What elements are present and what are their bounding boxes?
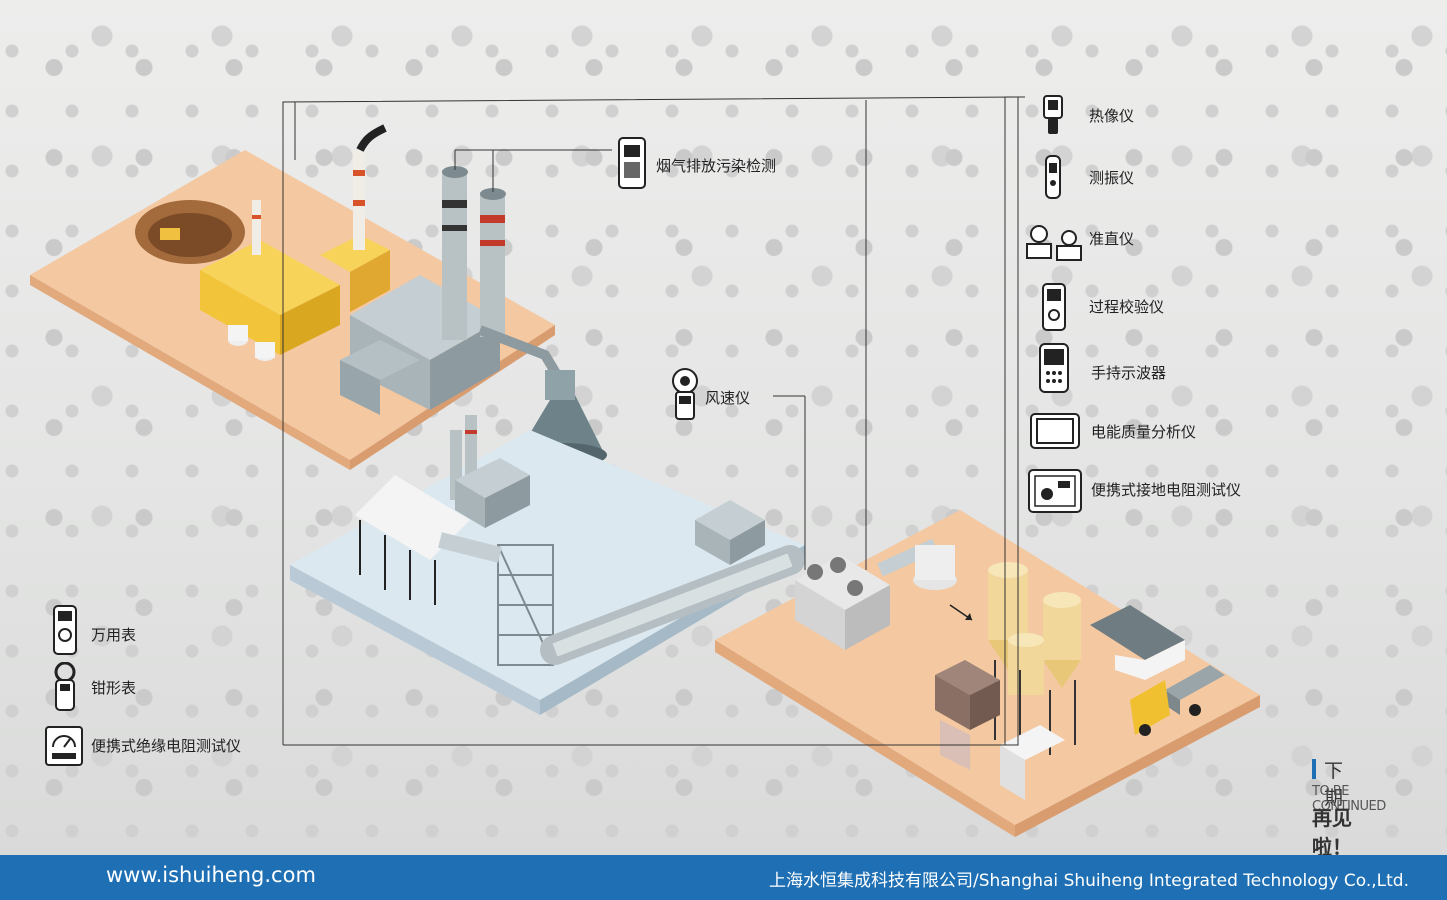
footer-url-link[interactable]: www.ishuiheng.com (106, 863, 316, 887)
flue-gas-analyzer-icon (617, 137, 647, 189)
insulation-tester-label: 便携式绝缘电阻测试仪 (91, 737, 242, 755)
next-issue-title: 下期 (1324, 760, 1344, 809)
material-hoppers (935, 660, 1065, 800)
power-quality-analyzer-label: 电能质量分析仪 (1091, 423, 1197, 441)
preheater-tower (450, 415, 530, 528)
next-issue-accent-bar (1312, 759, 1316, 779)
ground-resistance-tester-label: 便携式接地电阻测试仪 (1091, 481, 1242, 499)
next-issue-subtitle-en: TO BE CONTINUED (1312, 784, 1386, 814)
thermal-imager-label: 热像仪 (1089, 107, 1135, 125)
clamp-meter-label: 钳形表 (91, 679, 137, 697)
quarry-pit (135, 200, 245, 264)
alignment-tool-label: 准直仪 (1089, 230, 1135, 248)
rotary-kiln (540, 500, 805, 665)
plant-scene (30, 124, 1260, 837)
direction-arrow (949, 604, 973, 621)
clamp-meter-icon (52, 661, 78, 712)
cooling-units (795, 555, 890, 650)
handheld-oscilloscope-label: 手持示波器 (1091, 364, 1167, 382)
grey-factory (340, 166, 506, 415)
footer-company-name: 上海水恒集成科技有限公司/Shanghai Shuiheng Integrate… (768, 871, 1409, 891)
multimeter-label: 万用表 (91, 626, 137, 644)
anemometer-label: 风速仪 (705, 389, 751, 407)
process-calibrator-label: 过程校验仪 (1089, 298, 1165, 316)
vibration-meter-label: 测振仪 (1089, 169, 1135, 187)
site-office (1090, 605, 1185, 680)
connector-lines (282, 96, 1025, 746)
ground-resistance-tester-icon (1027, 468, 1083, 514)
dump-truck (1130, 665, 1225, 736)
thermal-imager-icon (1042, 95, 1064, 135)
handheld-oscilloscope-icon (1038, 343, 1070, 393)
anemometer-icon (670, 368, 700, 420)
footer-bar (0, 855, 1447, 900)
vibration-meter-icon (1043, 155, 1063, 199)
alignment-tool-icon (1023, 220, 1085, 266)
next-issue-subtitle-cn: 再见啦！ (1312, 806, 1352, 859)
multimeter-icon (52, 605, 78, 655)
power-quality-analyzer-icon (1029, 412, 1081, 450)
flue-gas-label: 烟气排放污染检测 (656, 157, 777, 175)
insulation-tester-icon (44, 725, 84, 767)
process-calibrator-icon (1041, 283, 1067, 331)
cement-silos (988, 562, 1081, 755)
yellow-building (200, 124, 390, 361)
